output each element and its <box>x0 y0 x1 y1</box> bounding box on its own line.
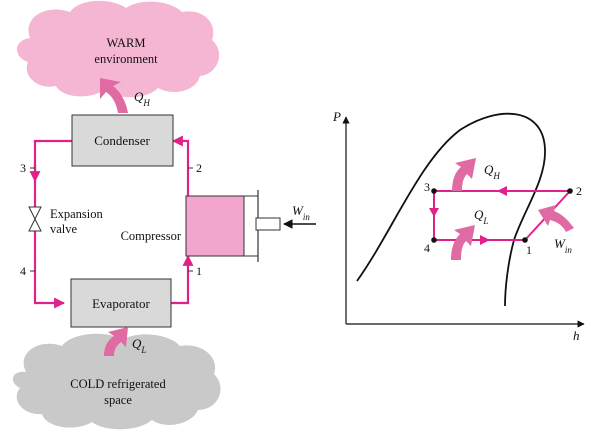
valve-label-line1: Expansion <box>50 207 104 221</box>
evaporator-box: Evaporator <box>70 278 172 328</box>
ph-diagram: P h 1 2 3 4 QH <box>332 109 585 343</box>
heat-absorbed-arrow: QL <box>104 327 146 356</box>
condenser-box: Condenser <box>71 114 174 167</box>
cold-label-line1: COLD refrigerated <box>70 377 166 391</box>
warm-label-line2: environment <box>94 52 158 66</box>
schematic-qh-label: QH <box>134 89 150 108</box>
cold-label-line2: space <box>104 393 132 407</box>
ph-win-label: Win <box>554 236 572 255</box>
work-input-arrow: Win <box>283 203 316 229</box>
ph-ql-arrow: QL <box>451 207 488 260</box>
h-axis-label: h <box>573 328 580 343</box>
warm-label-line1: WARM <box>107 36 146 50</box>
p-axis-label: P <box>332 109 341 124</box>
valve-label-line2: valve <box>50 222 78 236</box>
ph-state-2: 2 <box>576 184 582 198</box>
evaporator-label: Evaporator <box>92 296 150 311</box>
schematic-ql-label: QL <box>132 336 146 355</box>
saturation-dome <box>356 112 546 307</box>
condenser-label: Condenser <box>94 133 150 148</box>
ph-state-points <box>431 188 573 243</box>
warm-environment-cloud: WARM environment <box>16 0 220 98</box>
schematic-state-4: 4 <box>20 264 26 278</box>
cold-space-cloud: COLD refrigerated space <box>12 333 221 430</box>
ph-win-arrow: Win <box>538 205 574 255</box>
cycle-piping <box>33 135 194 309</box>
expansion-valve: Expansion valve <box>28 206 104 236</box>
compressor-label: Compressor <box>121 229 182 243</box>
ph-qh-label: QH <box>484 162 500 181</box>
ph-state-3: 3 <box>424 180 430 194</box>
compressor: Compressor <box>121 190 281 262</box>
schematic-state-1: 1 <box>196 264 202 278</box>
schematic-state-2: 2 <box>196 161 202 175</box>
ph-state-1: 1 <box>526 243 532 257</box>
ph-state-4: 4 <box>424 241 430 255</box>
ph-qh-arrow: QH <box>452 158 500 191</box>
schematic-state-3: 3 <box>20 161 26 175</box>
schematic-state-labels: 3 4 2 1 <box>20 161 202 278</box>
win-label: Win <box>292 203 310 222</box>
heat-rejected-arrow: QH <box>100 78 150 113</box>
ph-ql-label: QL <box>474 207 488 226</box>
